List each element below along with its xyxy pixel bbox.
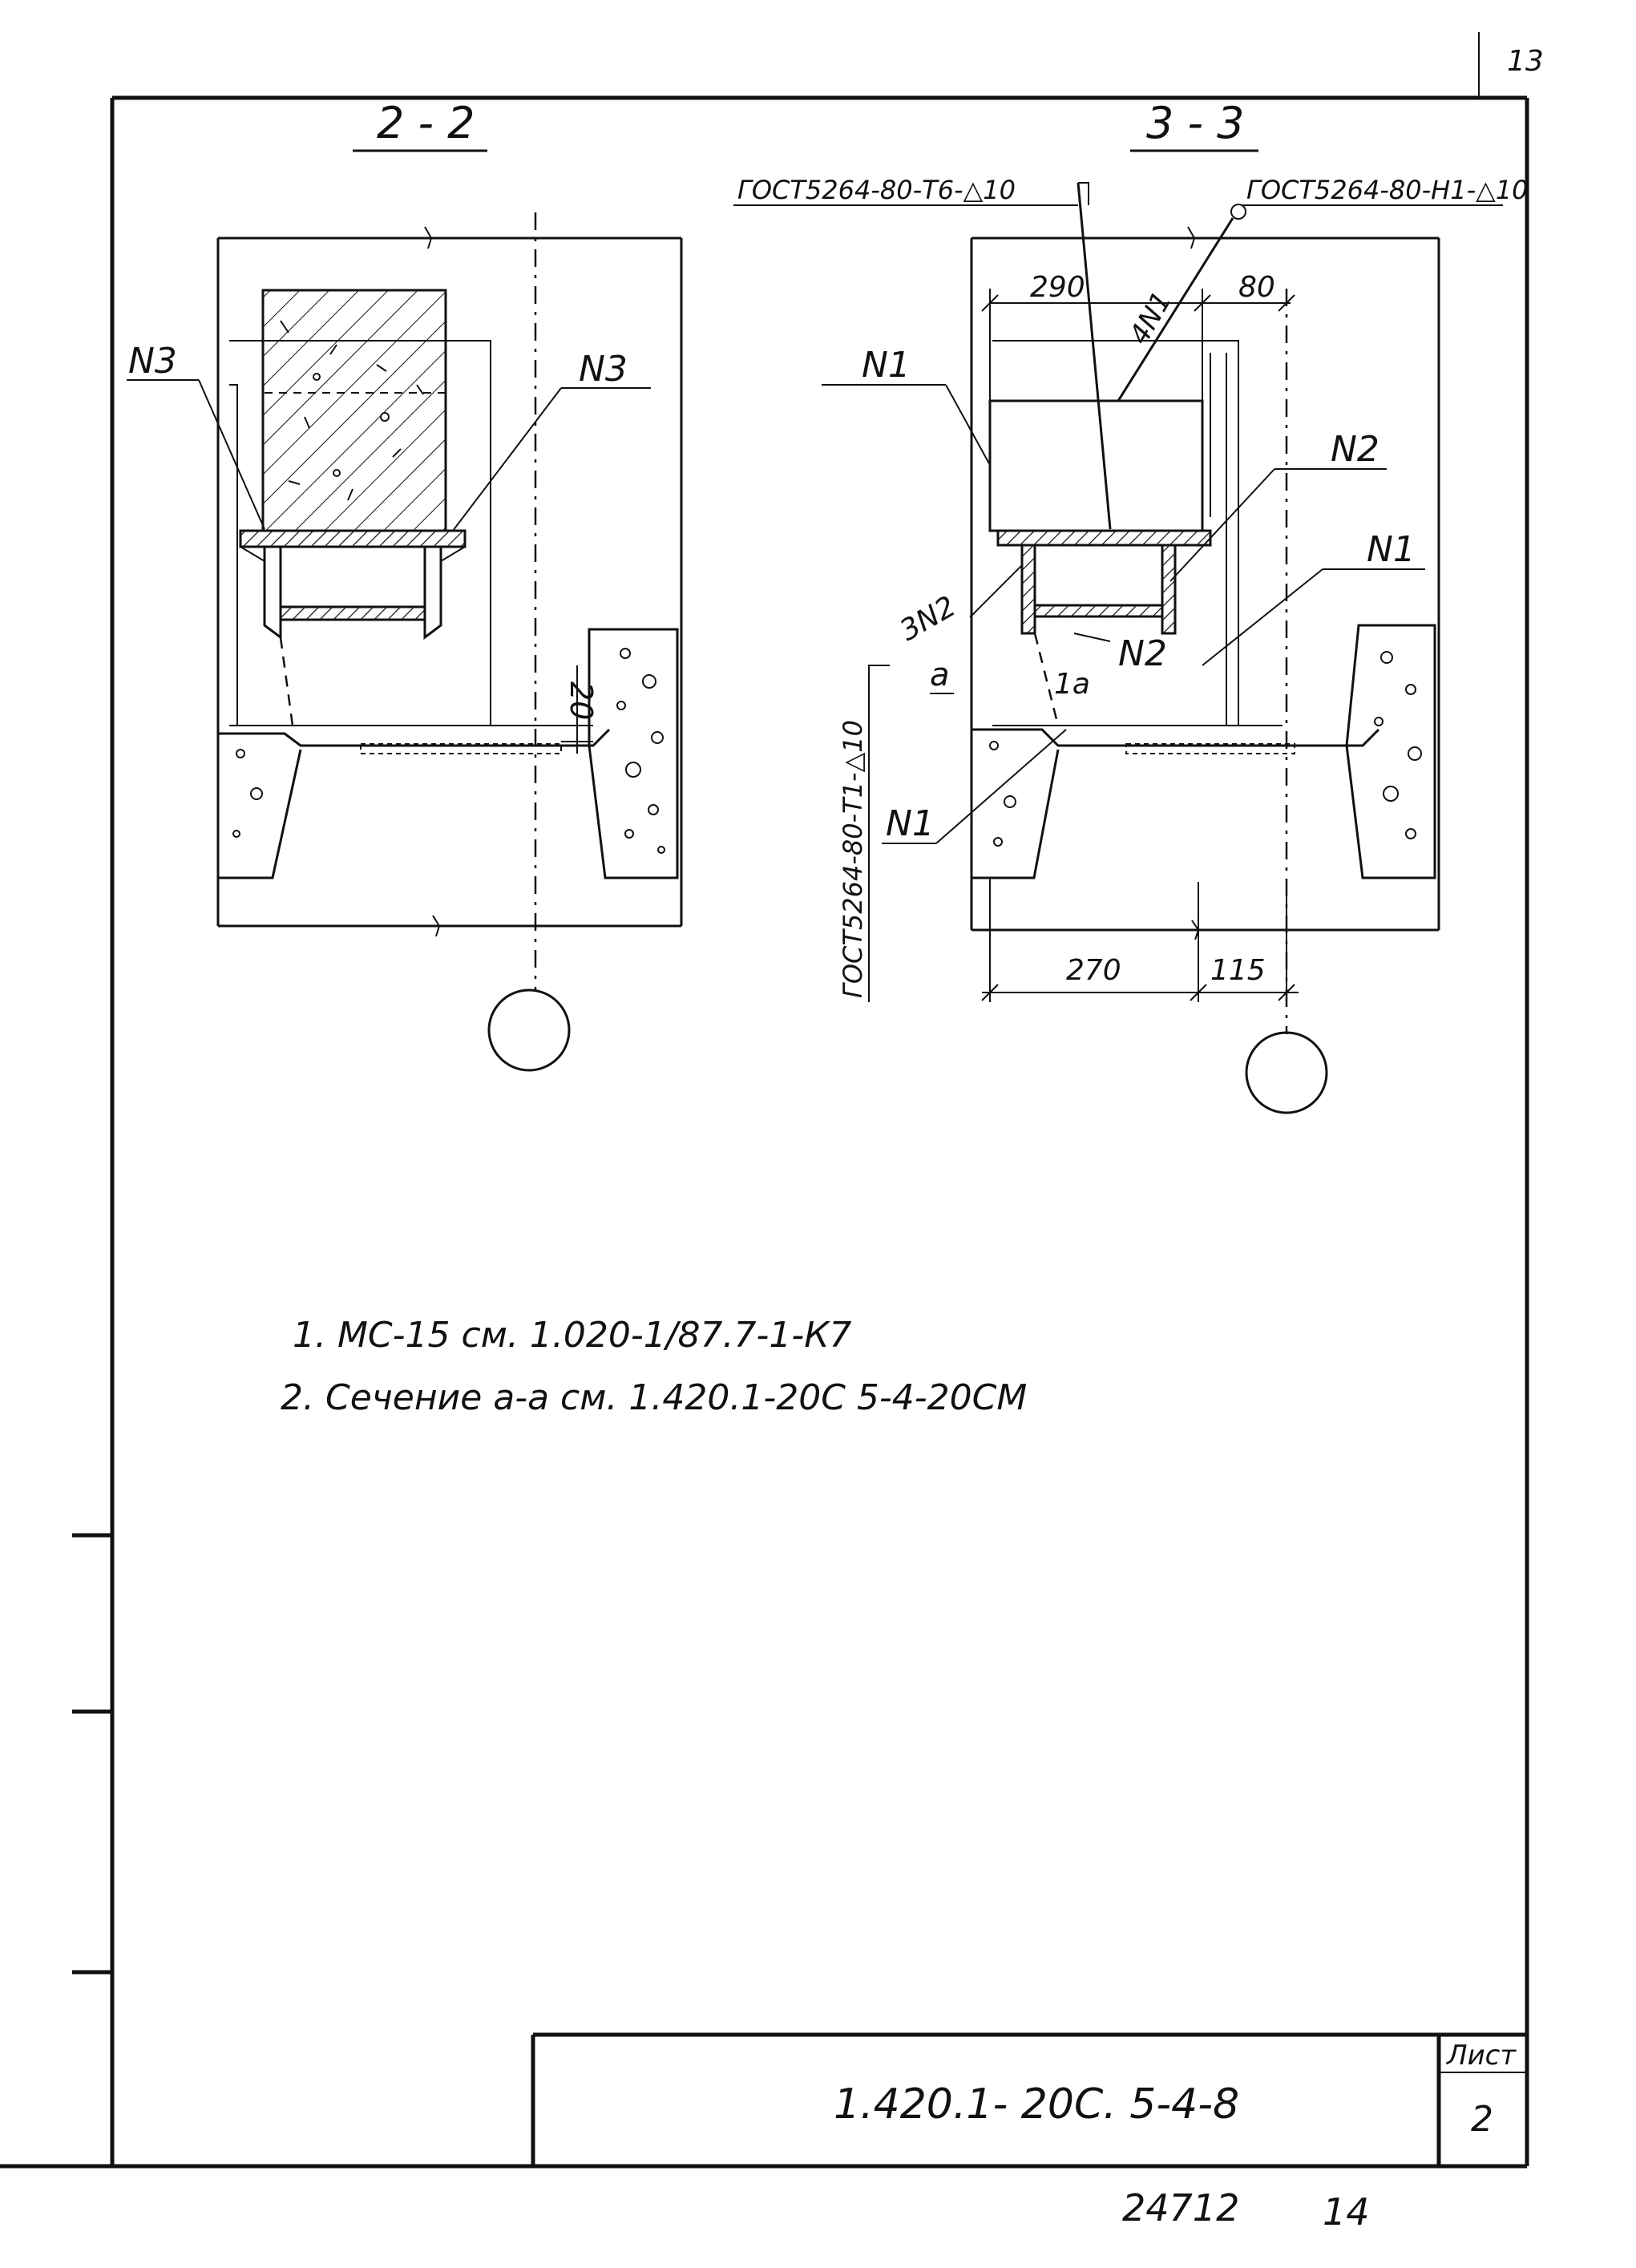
weld-callout-vertical: ГОСТ5264-80-Т1-△10 <box>838 720 868 998</box>
weld-callout-top-right: ГОСТ5264-80-Н1-△10 <box>1246 175 1528 205</box>
steel-block <box>988 399 1204 532</box>
note-1: 1. МС-15 см. 1.020-1/87.7-1-К7 <box>293 1315 851 1356</box>
block-texture <box>265 320 446 501</box>
sheet-label: Лист <box>1445 2040 1517 2072</box>
designation: 1.420.1- 20С. 5-4-8 <box>834 2080 1239 2129</box>
dim-115: 115 <box>1210 954 1266 987</box>
dim-20: 20 <box>564 681 599 720</box>
pier-texture-3-3 <box>989 651 1422 847</box>
note-2: 2. Сечение а-а см. 1.420.1-20С 5-4-20СМ <box>281 1377 1027 1418</box>
footer-page: 14 <box>1323 2190 1370 2234</box>
label-n1-upper-left: N1 <box>862 345 911 386</box>
sheet-frame <box>0 32 1529 2169</box>
label-1a: 1а <box>1054 668 1090 701</box>
weld-callout-top-left: ГОСТ5264-80-Т6-△10 <box>737 175 1016 205</box>
concrete-pier-3-3 <box>1345 624 1436 879</box>
sheet-number: 2 <box>1471 2099 1493 2140</box>
axis-bubble-2-2 <box>487 988 571 1072</box>
pier-texture <box>232 648 665 854</box>
label-n3-right: N3 <box>579 349 628 390</box>
section-2-2: 2 - 2 <box>127 98 683 1072</box>
label-n1-right: N1 <box>1367 529 1416 570</box>
footer: 24712 14 <box>1122 2186 1370 2234</box>
inventory-number: 24712 <box>1122 2186 1239 2230</box>
page-number-corner: 13 <box>1507 45 1544 78</box>
label-n2-lower: N2 <box>1118 633 1167 674</box>
label-n2-upper: N2 <box>1331 429 1379 470</box>
dim-270: 270 <box>1066 954 1121 987</box>
label-3n2: 3N2 <box>895 590 962 648</box>
axis-bubble-3-3 <box>1245 1031 1328 1114</box>
section-3-3: 3 - 3 ГОСТ5264-80-Т6-△10 ГОСТ5264-80-Н1-… <box>733 98 1528 1114</box>
section-3-3-title: 3 - 3 <box>1146 98 1245 148</box>
notes: 1. МС-15 см. 1.020-1/87.7-1-К7 2. Сечени… <box>281 1315 1027 1418</box>
section-2-2-title: 2 - 2 <box>377 98 475 148</box>
label-a: а <box>930 657 950 693</box>
dim-80: 80 <box>1238 271 1275 304</box>
label-n1-lower: N1 <box>886 803 935 844</box>
title-block: 1.420.1- 20С. 5-4-8 Лист 2 <box>531 2032 1527 2166</box>
concrete-pier-2-2 <box>588 628 679 879</box>
dim-290: 290 <box>1030 271 1085 304</box>
hatched-block <box>261 289 447 532</box>
label-n3-left: N3 <box>128 341 177 382</box>
